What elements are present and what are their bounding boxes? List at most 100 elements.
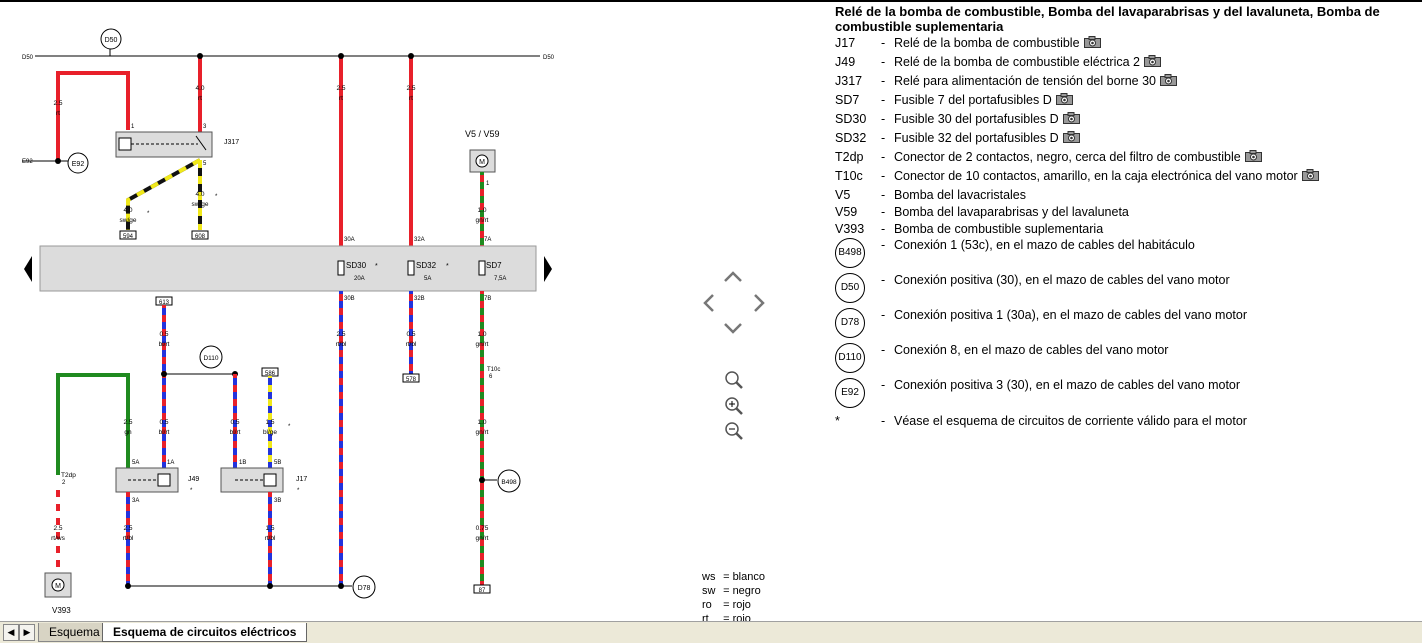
scroll-left-arrow[interactable] (24, 256, 32, 282)
legend-dash: - (881, 414, 886, 428)
color-key: ws = blanco sw = negro ro = rojo rt = ro… (702, 570, 765, 626)
svg-text:1.5: 1.5 (265, 525, 274, 532)
svg-text:bl/ge: bl/ge (263, 429, 277, 436)
svg-text:bl/rt: bl/rt (159, 341, 170, 348)
legend-code: SD32 (835, 131, 867, 145)
svg-text:30B: 30B (344, 296, 355, 302)
legend-code: T2dp (835, 150, 864, 164)
pan-down-icon[interactable] (724, 323, 742, 334)
svg-text:1.5: 1.5 (265, 419, 274, 426)
legend-connection-symbol: D110 (835, 343, 865, 373)
svg-text:*: * (215, 194, 218, 200)
camera-icon[interactable] (1062, 112, 1080, 124)
conn-e92 (67, 152, 89, 174)
tab-esquema-circuitos[interactable]: Esquema de circuitos eléctricos (102, 623, 308, 642)
zoom-fit-icon[interactable] (725, 371, 743, 389)
relay-j49 (115, 467, 179, 493)
camera-icon[interactable] (1062, 131, 1080, 143)
svg-text:rt/bl: rt/bl (336, 341, 347, 348)
zoom-in-icon[interactable] (725, 397, 743, 415)
legend-dash: - (881, 131, 886, 145)
svg-text:0.5: 0.5 (406, 331, 415, 338)
svg-text:3B: 3B (274, 498, 281, 504)
svg-text:2: 2 (62, 480, 66, 486)
svg-text:4.0: 4.0 (123, 207, 132, 214)
legend-title: Relé de la bomba de combustible, Bomba d… (835, 4, 1380, 34)
label-j17: J17 (296, 476, 307, 483)
legend-dash: - (881, 343, 886, 357)
conn-d50 (100, 28, 122, 50)
legend-desc: Fusible 7 del portafusibles D (894, 91, 1073, 109)
legend-desc: Conexión 1 (53c), en el mazo de cables d… (894, 238, 1195, 252)
tab-prev-button[interactable]: ◀ (3, 624, 19, 641)
svg-text:rt/bl: rt/bl (406, 341, 417, 348)
legend-code: T10c (835, 169, 863, 183)
svg-text:608: 608 (195, 234, 206, 240)
svg-text:rt/ws: rt/ws (51, 535, 65, 542)
camera-icon[interactable] (1159, 74, 1177, 86)
fuse-sd30: SD30 20A 30A 30B (337, 237, 367, 302)
pan-left-icon[interactable] (703, 294, 714, 312)
svg-text:2.5: 2.5 (53, 525, 62, 532)
svg-text:SD7: SD7 (486, 261, 502, 270)
pan-up-icon[interactable] (724, 271, 742, 282)
svg-text:1B: 1B (239, 460, 246, 466)
svg-text:5A: 5A (132, 460, 139, 466)
svg-text:gn/rt: gn/rt (475, 341, 488, 348)
svg-text:sw/ge: sw/ge (120, 217, 137, 224)
legend-dash: - (881, 205, 886, 219)
conn-e92-label: E92 (72, 161, 85, 168)
legend-dash: - (881, 238, 886, 252)
svg-text:*: * (297, 488, 300, 494)
camera-icon[interactable] (1055, 93, 1073, 105)
legend-code: SD30 (835, 112, 867, 126)
svg-text:1A: 1A (167, 460, 174, 466)
conn-b498 (497, 469, 521, 493)
svg-text:*: * (147, 211, 150, 217)
svg-text:0.75: 0.75 (476, 525, 489, 532)
svg-text:3A: 3A (132, 498, 139, 504)
svg-text:2.5: 2.5 (123, 419, 132, 426)
legend-dash: - (881, 150, 886, 164)
pan-right-icon[interactable] (754, 294, 765, 312)
svg-text:*: * (375, 263, 378, 270)
wire-labels: 2.5rt 4.0rt 2.5rt 2.5rt 4.0sw/ge 4.0sw/g… (51, 85, 489, 542)
svg-text:5: 5 (203, 161, 207, 167)
tab-next-button[interactable]: ▶ (19, 624, 35, 641)
tab-esquema[interactable]: Esquema (38, 623, 111, 642)
camera-icon[interactable] (1244, 150, 1262, 162)
camera-icon[interactable] (1083, 36, 1101, 48)
svg-text:2.5: 2.5 (123, 525, 132, 532)
legend-desc: Conexión positiva 1 (30a), en el mazo de… (894, 308, 1247, 322)
legend-dash: - (881, 169, 886, 183)
svg-text:rt/bl: rt/bl (265, 535, 276, 542)
label-v393: V393 (52, 606, 71, 615)
legend-desc: Conector de 10 contactos, amarillo, en l… (894, 167, 1319, 185)
svg-text:bl/rt: bl/rt (159, 429, 170, 436)
legend-connection-symbol: E92 (835, 378, 865, 408)
fuse-box-band (39, 245, 537, 292)
legend-dash: - (881, 308, 886, 322)
zoom-out-icon[interactable] (725, 422, 743, 440)
svg-text:gn: gn (124, 429, 132, 436)
svg-text:0.5: 0.5 (159, 331, 168, 338)
top-border (0, 0, 1422, 2)
svg-text:1.0: 1.0 (477, 331, 486, 338)
legend-desc: Fusible 32 del portafusibles D (894, 129, 1080, 147)
camera-icon[interactable] (1301, 169, 1319, 181)
svg-text:7B: 7B (484, 296, 491, 302)
legend-dash: - (881, 222, 886, 236)
legend-code: * (835, 414, 840, 428)
svg-text:6: 6 (489, 374, 493, 380)
svg-text:SD30: SD30 (346, 261, 367, 270)
svg-text:20A: 20A (354, 276, 365, 282)
svg-text:0.5: 0.5 (230, 419, 239, 426)
label-j317: J317 (224, 139, 239, 146)
svg-text:gn/rt: gn/rt (475, 535, 488, 542)
svg-text:3: 3 (203, 124, 207, 130)
svg-text:M: M (479, 159, 485, 166)
scroll-right-arrow[interactable] (544, 256, 552, 282)
svg-text:7,5A: 7,5A (494, 276, 506, 282)
legend-connection-symbol: D50 (835, 273, 865, 303)
camera-icon[interactable] (1143, 55, 1161, 67)
